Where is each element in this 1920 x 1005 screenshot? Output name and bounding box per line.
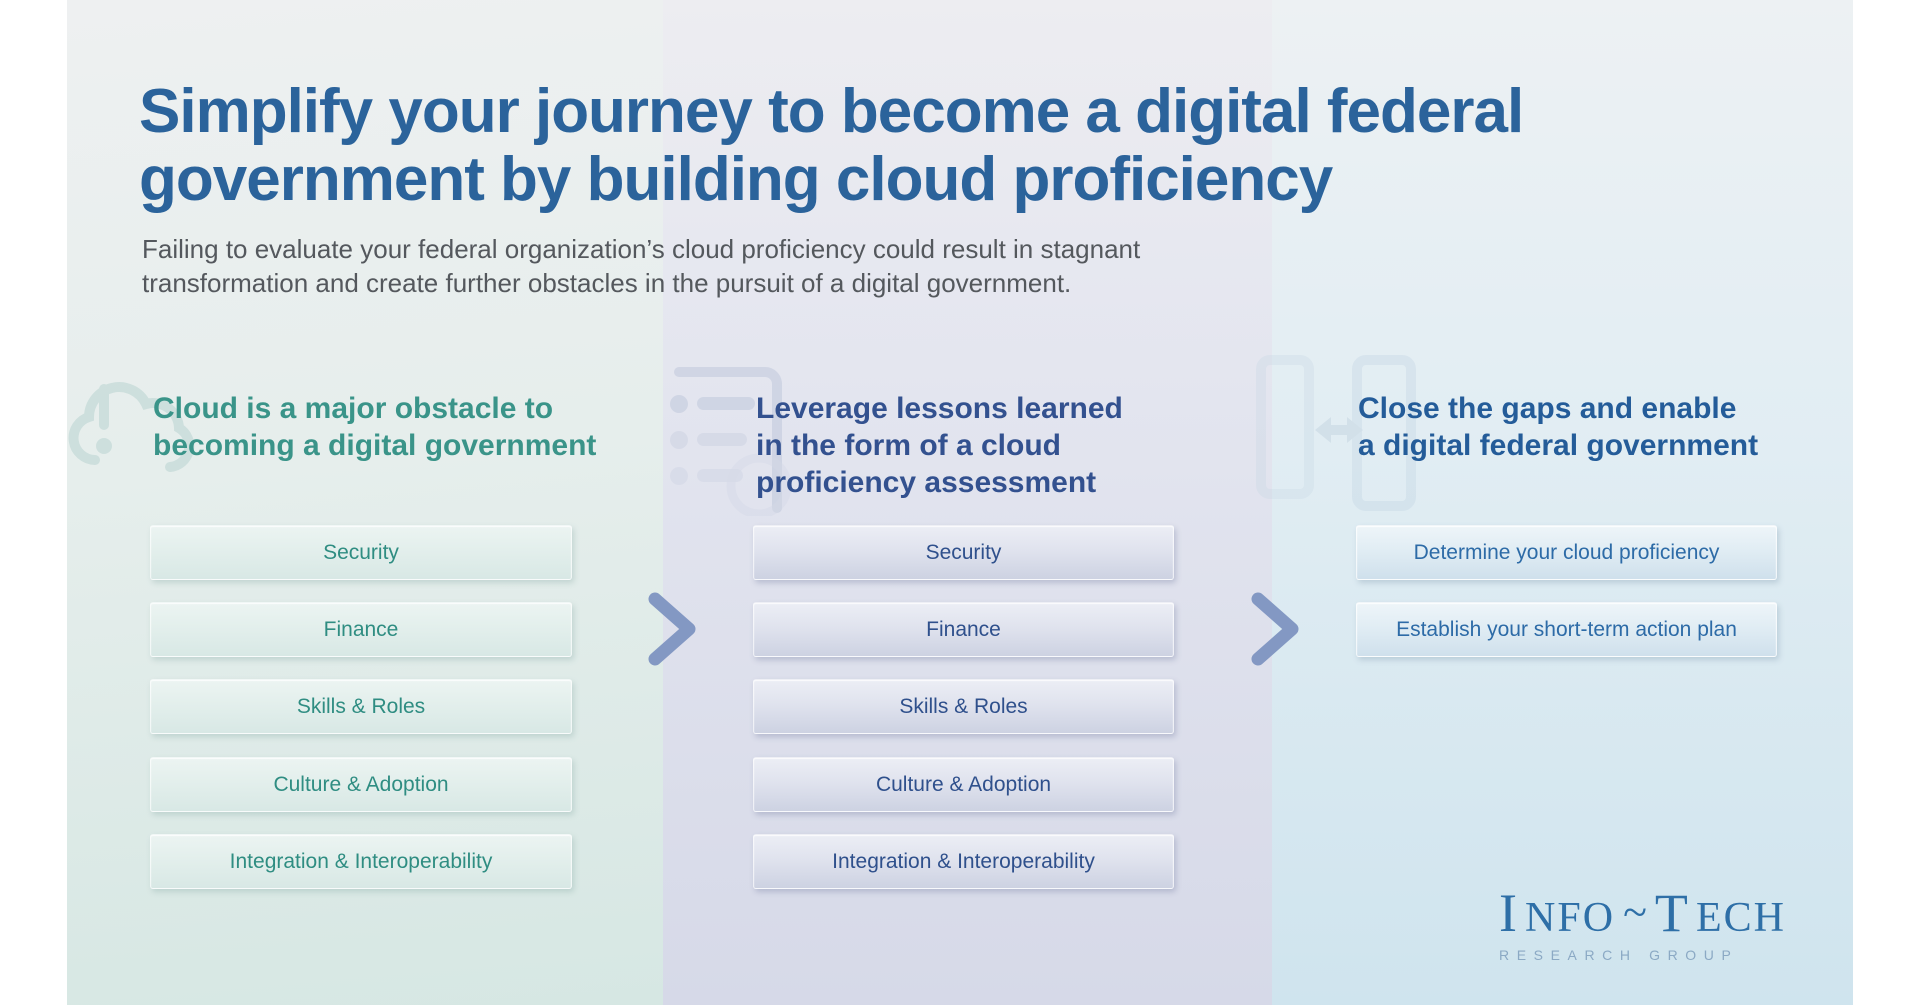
- chevron-right-icon: [1251, 592, 1299, 666]
- assessment-item-skills-roles-label: Skills & Roles: [899, 694, 1028, 718]
- column-obstacle-heading-line-2: becoming a digital government: [153, 429, 597, 462]
- assessment-item-integration-interoperability: Integration & Interoperability: [753, 834, 1174, 889]
- obstacle-item-skills-roles: Skills & Roles: [150, 679, 572, 734]
- column-assessment-heading-line-1: Leverage lessons learned: [756, 392, 1123, 425]
- column-obstacle-heading: Cloud is a major obstacle to becoming a …: [153, 390, 596, 464]
- page-subtitle-line-2: transformation and create further obstac…: [142, 268, 1072, 298]
- column-obstacle-heading-line-1: Cloud is a major obstacle to: [153, 392, 554, 425]
- obstacle-item-finance-label: Finance: [323, 617, 399, 641]
- chevron-right-icon: [648, 592, 696, 666]
- outcome-item-action-plan: Establish your short-term action plan: [1356, 602, 1777, 657]
- alert-cloud-icon: [68, 382, 195, 472]
- obstacle-item-culture-adoption: Culture & Adoption: [150, 757, 572, 812]
- logo-letter: I: [1499, 883, 1517, 943]
- background-zone-right: [1272, 0, 1853, 1005]
- obstacle-item-integration-interoperability-label: Integration & Interoperability: [229, 849, 493, 873]
- logo-letters: ECH: [1695, 895, 1786, 941]
- obstacle-item-skills-roles-label: Skills & Roles: [296, 694, 426, 718]
- assessment-item-security-label: Security: [925, 540, 1002, 564]
- column-assessment-heading-line-2: in the form of a cloud: [756, 429, 1061, 462]
- page-title-line-1: Simplify your journey to become a digita…: [139, 77, 1524, 146]
- page-subtitle: Failing to evaluate your federal organiz…: [142, 232, 1140, 300]
- page-subtitle-line-1: Failing to evaluate your federal organiz…: [142, 234, 1141, 264]
- obstacle-item-culture-adoption-label: Culture & Adoption: [273, 772, 449, 796]
- column-outcome-heading-line-2: a digital federal government: [1358, 429, 1759, 462]
- slide-canvas: Simplify your journey to become a digita…: [67, 0, 1853, 1005]
- column-outcome-heading-line-1: Close the gaps and enable: [1358, 392, 1737, 425]
- obstacle-item-finance: Finance: [150, 602, 572, 657]
- obstacle-item-security: Security: [150, 525, 572, 580]
- assessment-item-finance: Finance: [753, 602, 1174, 657]
- assessment-item-integration-interoperability-label: Integration & Interoperability: [832, 849, 1095, 873]
- infotech-logo-subtext: RESEARCH GROUP: [1499, 947, 1739, 963]
- logo-letter: T: [1654, 883, 1688, 943]
- logo-tilde: ~: [1623, 888, 1647, 937]
- obstacle-item-integration-interoperability: Integration & Interoperability: [150, 834, 572, 889]
- obstacle-item-security-label: Security: [323, 540, 399, 564]
- outcome-item-determine-proficiency-label: Determine your cloud proficiency: [1413, 540, 1720, 564]
- column-outcome-heading: Close the gaps and enable a digital fede…: [1358, 390, 1758, 464]
- gap-panels-icon: [1256, 355, 1416, 511]
- logo-letters: NFO: [1525, 895, 1616, 941]
- page-title: Simplify your journey to become a digita…: [139, 77, 1524, 214]
- assessment-checklist-icon: [670, 367, 792, 516]
- page-title-line-2: government by building cloud proficiency: [139, 145, 1333, 214]
- assessment-item-culture-adoption-label: Culture & Adoption: [875, 772, 1052, 796]
- column-assessment-heading: Leverage lessons learned in the form of …: [756, 390, 1123, 501]
- assessment-item-skills-roles: Skills & Roles: [753, 679, 1174, 734]
- outcome-item-action-plan-label: Establish your short-term action plan: [1396, 617, 1737, 641]
- assessment-item-security: Security: [753, 525, 1174, 580]
- outcome-item-determine-proficiency: Determine your cloud proficiency: [1356, 525, 1777, 580]
- assessment-item-finance-label: Finance: [926, 617, 1001, 641]
- column-assessment-heading-line-3: proficiency assessment: [756, 466, 1097, 499]
- assessment-item-culture-adoption: Culture & Adoption: [753, 757, 1174, 812]
